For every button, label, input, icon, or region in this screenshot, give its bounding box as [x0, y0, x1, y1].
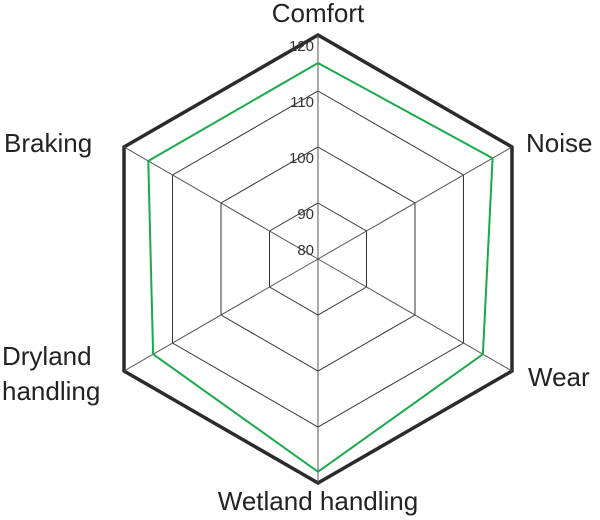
axis-label: Wetland handling — [218, 486, 418, 516]
tick-label: 110 — [290, 94, 314, 111]
axis-label: Dryland — [2, 341, 92, 371]
axis-label: handling — [2, 376, 100, 406]
axis-spoke — [317, 146, 513, 260]
axis-label: Comfort — [272, 0, 365, 28]
axis-label: Wear — [528, 362, 590, 392]
tick-label: 80 — [297, 242, 314, 259]
tick-label: 100 — [289, 150, 314, 167]
tick-label: 90 — [297, 206, 314, 223]
tick-label: 120 — [289, 38, 314, 55]
axis-spoke — [317, 258, 513, 372]
axis-spoke — [123, 258, 319, 372]
axis-label: Braking — [4, 128, 92, 158]
axis-spoke — [123, 146, 319, 260]
axis-label: Noise — [526, 128, 592, 158]
